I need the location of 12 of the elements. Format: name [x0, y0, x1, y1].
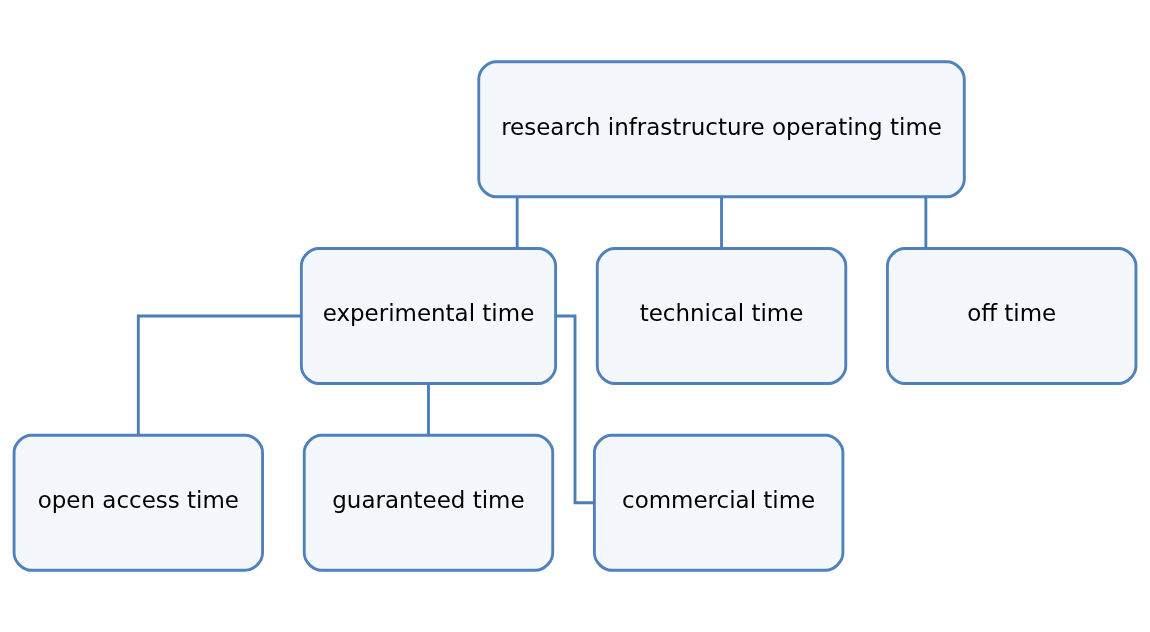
connector	[720, 197, 723, 249]
node-box: experimental time	[299, 247, 558, 385]
node-box: guaranteed time	[302, 433, 555, 572]
connector	[136, 314, 302, 435]
node-box: technical time	[595, 247, 848, 385]
connector	[924, 197, 928, 249]
node-box: research infrastructure operating time	[477, 60, 966, 199]
node-box: open access time	[12, 433, 264, 572]
node-box: off time	[886, 247, 1138, 385]
node-box: commercial time	[592, 433, 845, 572]
connector	[427, 383, 430, 436]
connector	[515, 197, 519, 249]
